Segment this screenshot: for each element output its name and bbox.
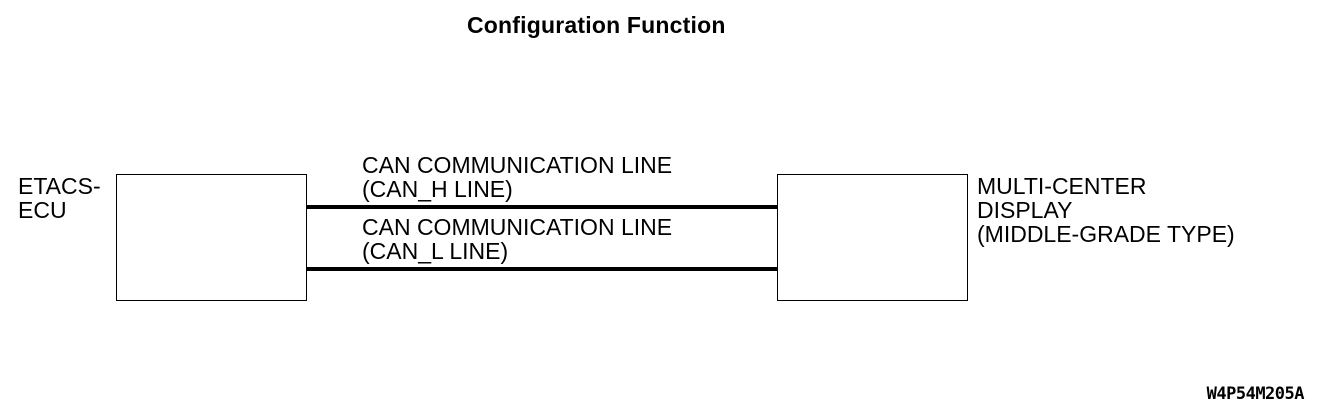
- can-h-line-label-line-1: CAN COMMUNICATION LINE: [362, 152, 673, 178]
- etacs-ecu-box: [116, 174, 307, 301]
- can-h-line-label-line-2: (CAN_H LINE): [362, 176, 513, 202]
- diagram-title: Configuration Function: [467, 12, 726, 38]
- can-h-wire: [307, 205, 777, 209]
- can-l-line-label-line-1: CAN COMMUNICATION LINE: [362, 214, 673, 240]
- can-h-line-label: CAN COMMUNICATION LINE (CAN_H LINE): [362, 153, 672, 201]
- multi-center-display-label-line-2: DISPLAY: [977, 197, 1073, 223]
- can-l-line-label: CAN COMMUNICATION LINE (CAN_L LINE): [362, 215, 672, 263]
- etacs-ecu-label-line-1: ETACS-: [18, 173, 101, 199]
- etacs-ecu-label-line-2: ECU: [18, 197, 67, 223]
- can-l-line-label-line-2: (CAN_L LINE): [362, 238, 509, 264]
- multi-center-display-label-line-3: (MIDDLE-GRADE TYPE): [977, 221, 1235, 247]
- multi-center-display-box: [777, 174, 968, 301]
- figure-id: W4P54M205A: [1206, 384, 1305, 404]
- multi-center-display-label: MULTI-CENTER DISPLAY (MIDDLE-GRADE TYPE): [977, 174, 1235, 246]
- can-l-wire: [307, 267, 777, 271]
- multi-center-display-label-line-1: MULTI-CENTER: [977, 173, 1147, 199]
- etacs-ecu-label: ETACS- ECU: [18, 174, 101, 222]
